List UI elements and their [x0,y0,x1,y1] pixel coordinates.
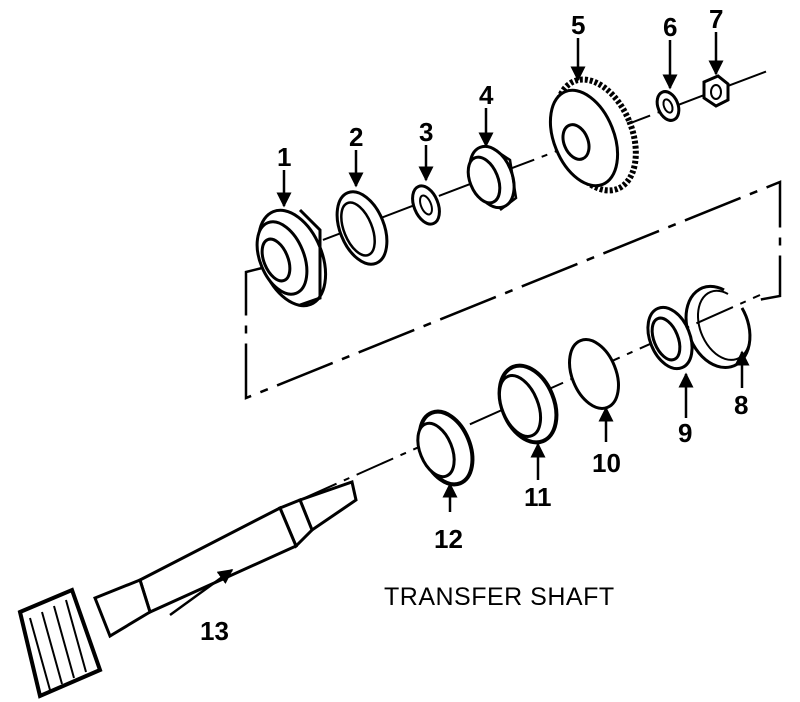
callout-8: 8 [734,390,748,420]
leader-lines [169,32,750,617]
callout-11: 11 [524,482,552,512]
callout-5: 5 [571,10,585,40]
callout-13: 13 [200,616,229,646]
part-7-nut [702,74,730,108]
callout-12: 12 [434,524,463,554]
part-5-gear [548,76,639,194]
assembly-bracket [244,180,782,400]
callouts: 1 2 3 4 5 6 7 8 9 10 11 12 13 [200,4,748,646]
callout-1: 1 [277,142,291,172]
part-12-bearing [416,409,475,487]
callout-3: 3 [419,117,433,147]
part-10-ring [568,338,620,410]
gear-teeth [29,599,87,691]
part-8-snap-ring [684,284,752,369]
part-2-ring [335,190,389,266]
part-3-washer [411,184,441,226]
callout-2: 2 [349,122,363,152]
callout-4: 4 [479,80,494,110]
part-9-race [646,305,694,371]
part-4-bearing [466,144,518,211]
part-6-washer [655,90,681,122]
part-13-shaft [17,480,358,699]
callout-10: 10 [592,448,621,478]
callout-9: 9 [678,418,692,448]
callout-7: 7 [709,4,723,34]
part-11-cup [497,363,559,445]
callout-6: 6 [663,12,677,42]
diagram-title: TRANSFER SHAFT [384,583,615,611]
part-1-hub [255,208,328,308]
